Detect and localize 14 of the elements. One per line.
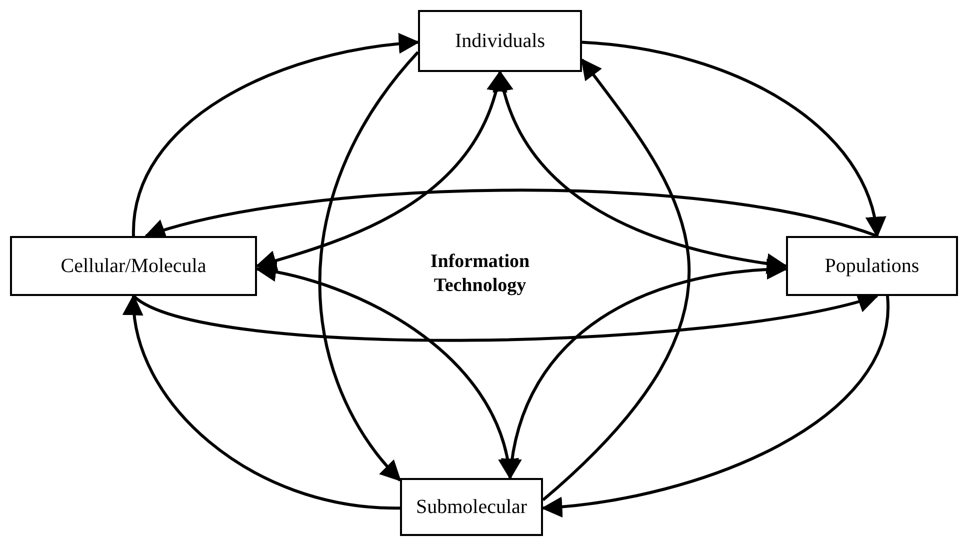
level-box: Individuals <box>418 10 582 72</box>
arrow <box>542 58 690 502</box>
level-box: Cellular/Molecula <box>10 236 257 296</box>
arrow <box>124 294 400 510</box>
arrow <box>318 51 420 482</box>
arrow <box>494 70 788 274</box>
level-box: Submolecular <box>400 478 543 536</box>
arrow <box>132 34 420 236</box>
arrow <box>255 70 506 271</box>
arrow <box>541 296 889 517</box>
arrow <box>502 259 788 480</box>
center-label: Information Technology <box>400 246 560 302</box>
arrow <box>582 40 884 238</box>
level-box: Populations <box>786 236 958 296</box>
